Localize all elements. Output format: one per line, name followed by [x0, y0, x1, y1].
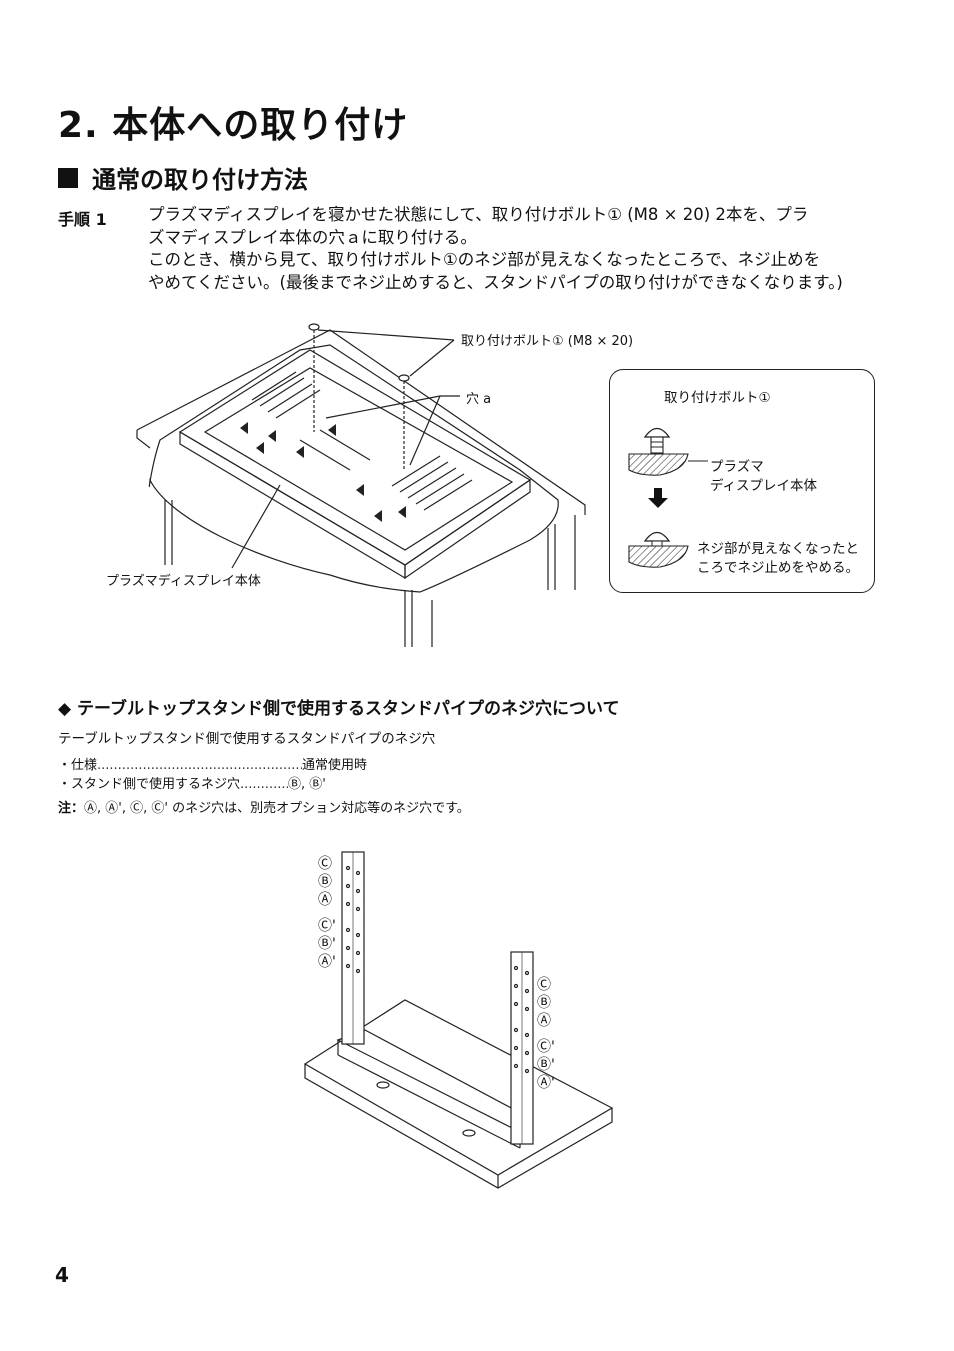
- square-bullet-icon: [58, 167, 78, 188]
- hole-label-b: Ⓑ: [318, 874, 332, 890]
- step-label: 手順 1: [58, 210, 107, 229]
- bolt-finished-icon: [628, 531, 689, 568]
- hole-label-b-prime: Ⓑ': [318, 936, 336, 952]
- display-markers: [240, 422, 406, 522]
- note-text: Ⓐ, Ⓐ', Ⓒ, Ⓒ' のネジ穴は、別売オプション対応等のネジ穴です。: [84, 801, 470, 816]
- step-line: プラズマディスプレイを寝かせた状態にして、取り付けボルト① (M8 × 20) …: [148, 205, 809, 224]
- arrow-down-icon: [648, 488, 668, 508]
- spec-row: ・スタンド側で使用するネジ穴 .........................…: [58, 775, 367, 794]
- bolt-detail-callout: [609, 369, 875, 593]
- right-pipe-drawing: [510, 951, 534, 1145]
- page-number: 4: [55, 1263, 69, 1287]
- subsection-subtitle: テーブルトップスタンド側で使用するスタンドパイプのネジ穴: [58, 731, 436, 747]
- hole-label-c: Ⓒ: [318, 856, 332, 872]
- spec-list: ・仕様 ....................................…: [58, 756, 367, 794]
- hole-label-c-prime: Ⓒ': [537, 1039, 555, 1055]
- spec-value: Ⓑ, Ⓑ': [288, 777, 326, 792]
- spec-key: ・スタンド側で使用するネジ穴: [58, 777, 241, 792]
- cloth-drawing: [148, 344, 559, 593]
- display-drawing: [178, 349, 532, 580]
- section-title-text: 通常の取り付け方法: [92, 166, 308, 194]
- callout-label-stop-2: ころでネジ止めをやめる。: [697, 560, 859, 576]
- callout-label-display-2: ディスプレイ本体: [710, 478, 818, 494]
- hole-label-a-prime: Ⓐ': [537, 1075, 555, 1091]
- spec-leader-dots: ..............................: [240, 777, 288, 792]
- section-title: 通常の取り付け方法: [58, 160, 308, 195]
- hole-label-c-prime: Ⓒ': [318, 918, 336, 934]
- step-text: プラズマディスプレイを寝かせた状態にして、取り付けボルト① (M8 × 20) …: [148, 204, 878, 294]
- hole-label-a: Ⓐ: [537, 1013, 551, 1029]
- hole-label-b: Ⓑ: [537, 995, 551, 1011]
- diamond-bullet-icon: ◆: [58, 699, 77, 719]
- step-line: ズマディスプレイ本体の穴ａに取り付ける。: [148, 227, 477, 247]
- hole-label-c: Ⓒ: [537, 977, 551, 993]
- hole-label: 穴 a: [466, 392, 492, 407]
- callout-title: 取り付けボルト①: [664, 390, 771, 406]
- bolt-label: 取り付けボルト① (M8 × 20): [461, 334, 634, 349]
- left-pipe-drawing: [341, 851, 365, 1045]
- callout-label-stop-1: ネジ部が見えなくなったと: [697, 541, 859, 557]
- hole-label-b-prime: Ⓑ': [537, 1057, 555, 1073]
- step-line: このとき、横から見て、取り付けボルト①のネジ部が見えなくなったところで、ネジ止め…: [148, 250, 821, 269]
- right-hole-labels: Ⓒ Ⓑ Ⓐ Ⓒ' Ⓑ' Ⓐ': [537, 976, 555, 1092]
- page-heading: 2. 本体への取り付け: [58, 105, 409, 146]
- table-drawing: [136, 329, 586, 647]
- subsection-title-text: テーブルトップスタンド側で使用するスタンドパイプのネジ穴について: [77, 699, 620, 719]
- display-body-label: プラズマディスプレイ本体: [106, 574, 261, 589]
- hole-label-a-prime: Ⓐ': [318, 954, 336, 970]
- step-line: やめてください。(最後までネジ止めすると、スタンドパイプの取り付けができなくなり…: [148, 272, 843, 292]
- spec-row: ・仕様 ....................................…: [58, 756, 367, 775]
- bolt-unfinished-icon: [628, 427, 708, 476]
- spec-value: 通常使用時: [302, 758, 368, 773]
- leader-lines: [231, 329, 460, 569]
- callout-label-display-1: プラズマ: [710, 459, 764, 475]
- subsection-title: ◆ テーブルトップスタンド側で使用するスタンドパイプのネジ穴について: [58, 694, 619, 719]
- spec-key: ・仕様: [58, 758, 98, 773]
- note-label: 注：: [58, 801, 85, 816]
- hole-label-a: Ⓐ: [318, 892, 332, 908]
- bolt-drawing: [308, 323, 410, 470]
- note: 注：Ⓐ, Ⓐ', Ⓒ, Ⓒ' のネジ穴は、別売オプション対応等のネジ穴です。: [58, 797, 470, 816]
- left-hole-labels: Ⓒ Ⓑ Ⓐ Ⓒ' Ⓑ' Ⓐ': [318, 855, 336, 971]
- spec-leader-dots: ........................................…: [97, 758, 302, 773]
